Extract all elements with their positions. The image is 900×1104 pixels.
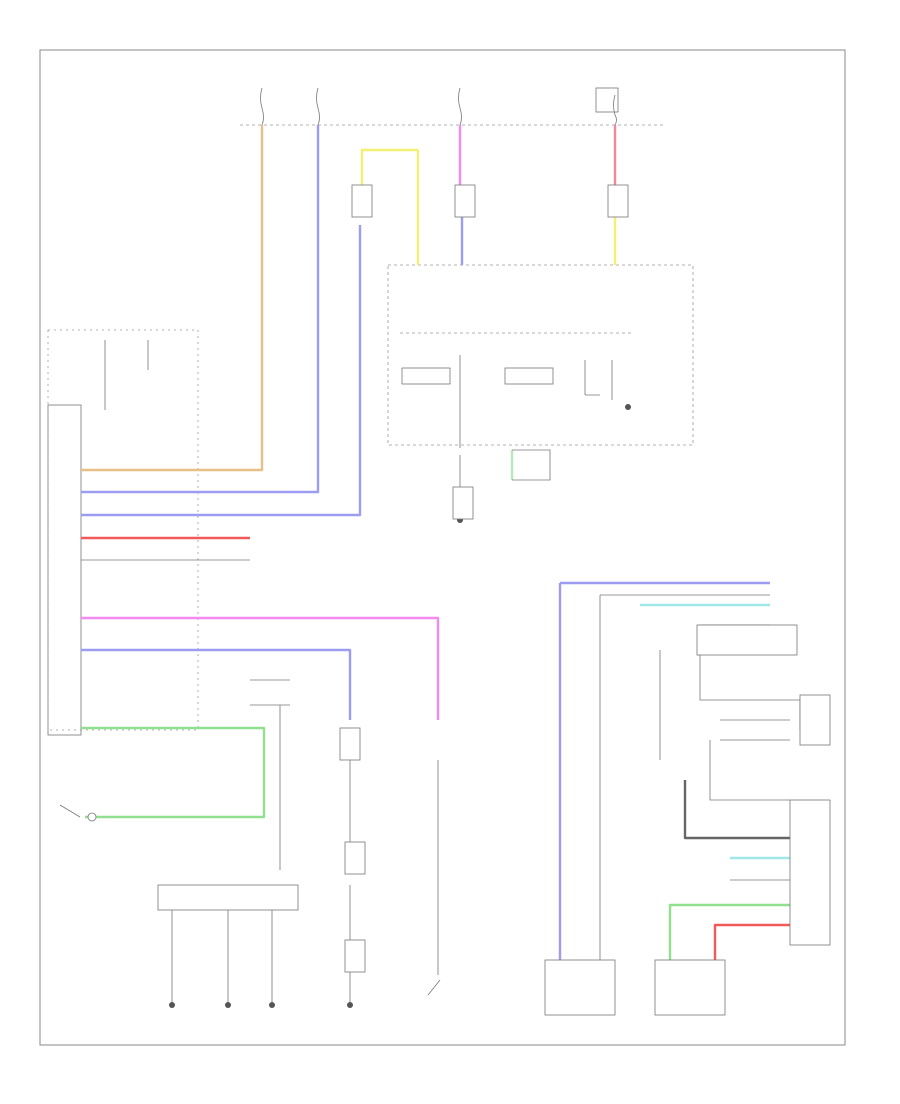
left-seat-module — [654, 959, 726, 1016]
meter-switch — [584, 360, 613, 400]
fuse-group-top — [260, 87, 619, 126]
wire-blue-4 — [81, 648, 352, 720]
connector-j2 — [344, 939, 366, 973]
sensor-component — [344, 841, 366, 875]
junction-block-bottom — [157, 884, 299, 911]
parking-brake-switch — [59, 804, 81, 818]
combination-meter-box — [387, 264, 694, 446]
meter-block-1 — [401, 367, 451, 385]
fuse-connector-mid — [454, 184, 476, 218]
ground-drops — [171, 885, 351, 1005]
ground-point-3 — [269, 1002, 275, 1008]
gray-wiring — [250, 449, 801, 975]
ground-point-2 — [225, 1002, 231, 1008]
ecu-fuses — [104, 340, 149, 410]
ecu-connector-block — [47, 404, 82, 736]
occupant-sensor-module — [789, 799, 831, 946]
meter-ground-point — [625, 404, 631, 410]
wire-red-right — [713, 923, 790, 960]
buckle-switch-module — [799, 694, 831, 746]
wire-blue-right — [558, 581, 770, 960]
meter-block-2 — [504, 367, 554, 385]
fuse-connector-right — [607, 184, 629, 218]
right-seat-module — [544, 959, 616, 1016]
wire-green-left — [81, 726, 266, 819]
ground-point-1 — [169, 1002, 175, 1008]
wire-black-right — [683, 780, 790, 840]
ground-point-4 — [347, 1002, 353, 1008]
wire-green-right — [668, 903, 790, 960]
connector-j1 — [339, 727, 361, 761]
wire-blue-2 — [81, 225, 362, 517]
ecu-dashed-outline — [47, 329, 199, 731]
wire-blue-1 — [81, 125, 320, 494]
wire-yellow-top — [360, 148, 418, 185]
wire-orange — [81, 125, 264, 472]
seat-belt-switch — [427, 979, 441, 996]
diagram-border — [39, 49, 846, 1046]
fuse-connector-left — [351, 184, 373, 218]
switch-terminal — [87, 812, 97, 822]
wire-magenta-main — [81, 616, 440, 720]
connector-right-upper — [696, 624, 798, 656]
connector-meter-out — [452, 486, 474, 520]
